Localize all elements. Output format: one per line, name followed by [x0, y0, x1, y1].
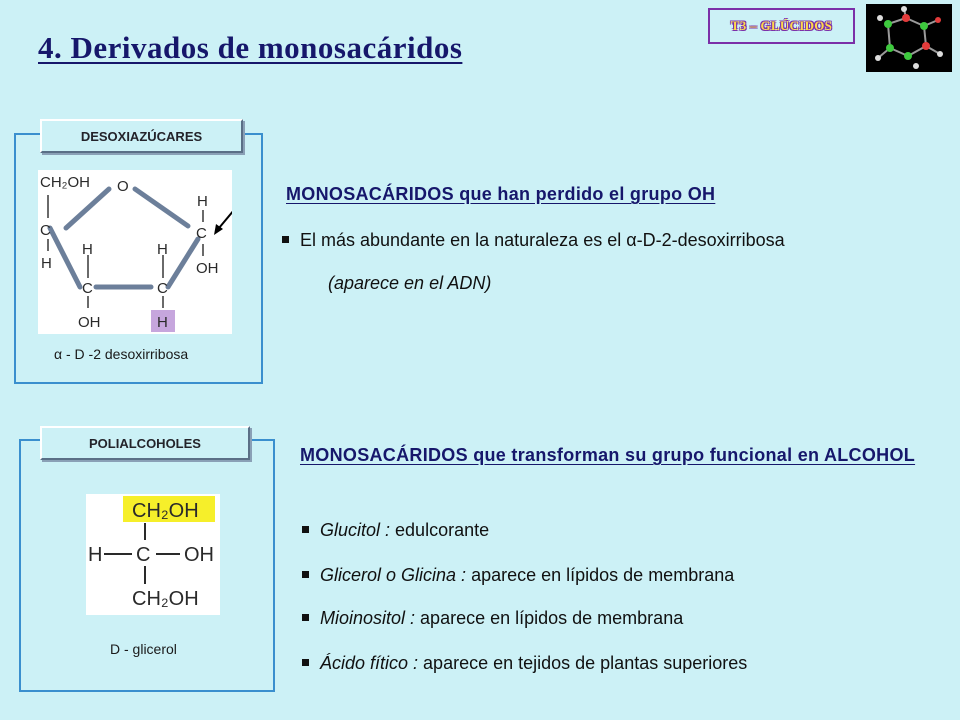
bullet-square-icon: [302, 525, 309, 533]
topic-badge: T3 – GLÚCIDOS: [708, 8, 855, 44]
bullet-square-icon: [302, 658, 309, 666]
polialcohol-name: Mioinositol :: [320, 608, 416, 628]
desoxirribosa-caption: α - D -2 desoxirribosa: [54, 346, 188, 362]
polialcohol-bullet: Ácido fítico : aparece en tejidos de pla…: [302, 651, 747, 675]
polialcohol-desc: aparece en lípidos de membrana: [415, 608, 684, 628]
glicerol-h: H: [88, 544, 102, 566]
desoxirribosa-structure: CH₂OH O H C C H OH H H C C OH H: [38, 170, 235, 334]
atom-c-bottom-left: C: [82, 280, 93, 297]
polialcohol-name: Ácido fítico :: [320, 653, 419, 673]
polialcoholes-heading: MONOSACÁRIDOS que transforman su grupo f…: [300, 445, 916, 465]
desoxiazucares-bullet: El más abundante en la naturaleza es el …: [282, 228, 785, 252]
polialcohol-name: Glucitol :: [320, 520, 391, 540]
bullet-square-icon: [302, 613, 309, 621]
bullet-square-icon: [302, 570, 309, 578]
polialcohol-desc: aparece en tejidos de plantas superiores: [418, 653, 748, 673]
page-title: 4. Derivados de monosacáridos: [38, 30, 463, 65]
topic-badge-label: T3 – GLÚCIDOS: [730, 18, 833, 33]
atom-oh-right: OH: [196, 260, 219, 277]
bullet-square-icon: [282, 235, 289, 243]
polialcohol-bullet: Glucitol : edulcorante: [302, 518, 489, 542]
atom-h-left: H: [41, 255, 52, 272]
atom-h-mid-left: H: [82, 241, 93, 258]
polialcohol-bullet: Glicerol o Glicina : aparece en lípidos …: [302, 563, 734, 587]
desoxirribosa-caption-text: - D -2 desoxirribosa: [65, 346, 189, 362]
desoxiazucares-note: (aparece en el ADN): [328, 273, 492, 293]
atom-h-bottom: H: [157, 314, 168, 331]
glicerol-ch2oh-top: CH₂OH: [132, 500, 199, 522]
desoxiazucares-bullet-text: El más abundante en la naturaleza es el …: [300, 230, 785, 250]
desoxiazucares-tag: DESOXIAZÚCARES: [40, 119, 243, 153]
glicerol-oh: OH: [184, 544, 214, 566]
atom-h-right-top: H: [197, 193, 208, 210]
polialcohol-desc: edulcorante: [390, 520, 490, 540]
glicerol-ch2oh-bottom: CH₂OH: [132, 588, 199, 610]
atom-ch2oh: CH₂OH: [40, 174, 90, 191]
molecule-logo-icon: [866, 4, 952, 72]
desoxiazucares-heading: MONOSACÁRIDOS que han perdido el grupo O…: [286, 184, 716, 204]
polialcohol-bullet: Mioinositol : aparece en lípidos de memb…: [302, 606, 683, 630]
atom-oh-bottom: OH: [78, 314, 101, 331]
glicerol-caption: D - glicerol: [110, 641, 177, 657]
polialcohol-desc: aparece en lípidos de membrana: [466, 565, 735, 585]
atom-h-mid-right: H: [157, 241, 168, 258]
atom-c-left: C: [40, 222, 51, 239]
polialcoholes-tag: POLIALCOHOLES: [40, 426, 250, 460]
atom-ring-o: O: [117, 178, 129, 195]
polialcohol-name: Glicerol o Glicina :: [320, 565, 467, 585]
glicerol-structure: CH₂OH H C OH CH₂OH: [86, 494, 220, 615]
alpha-symbol: α: [54, 346, 63, 362]
atom-c-right: C: [196, 225, 207, 242]
glicerol-c: C: [136, 544, 150, 566]
atom-c-bottom-right: C: [157, 280, 168, 297]
